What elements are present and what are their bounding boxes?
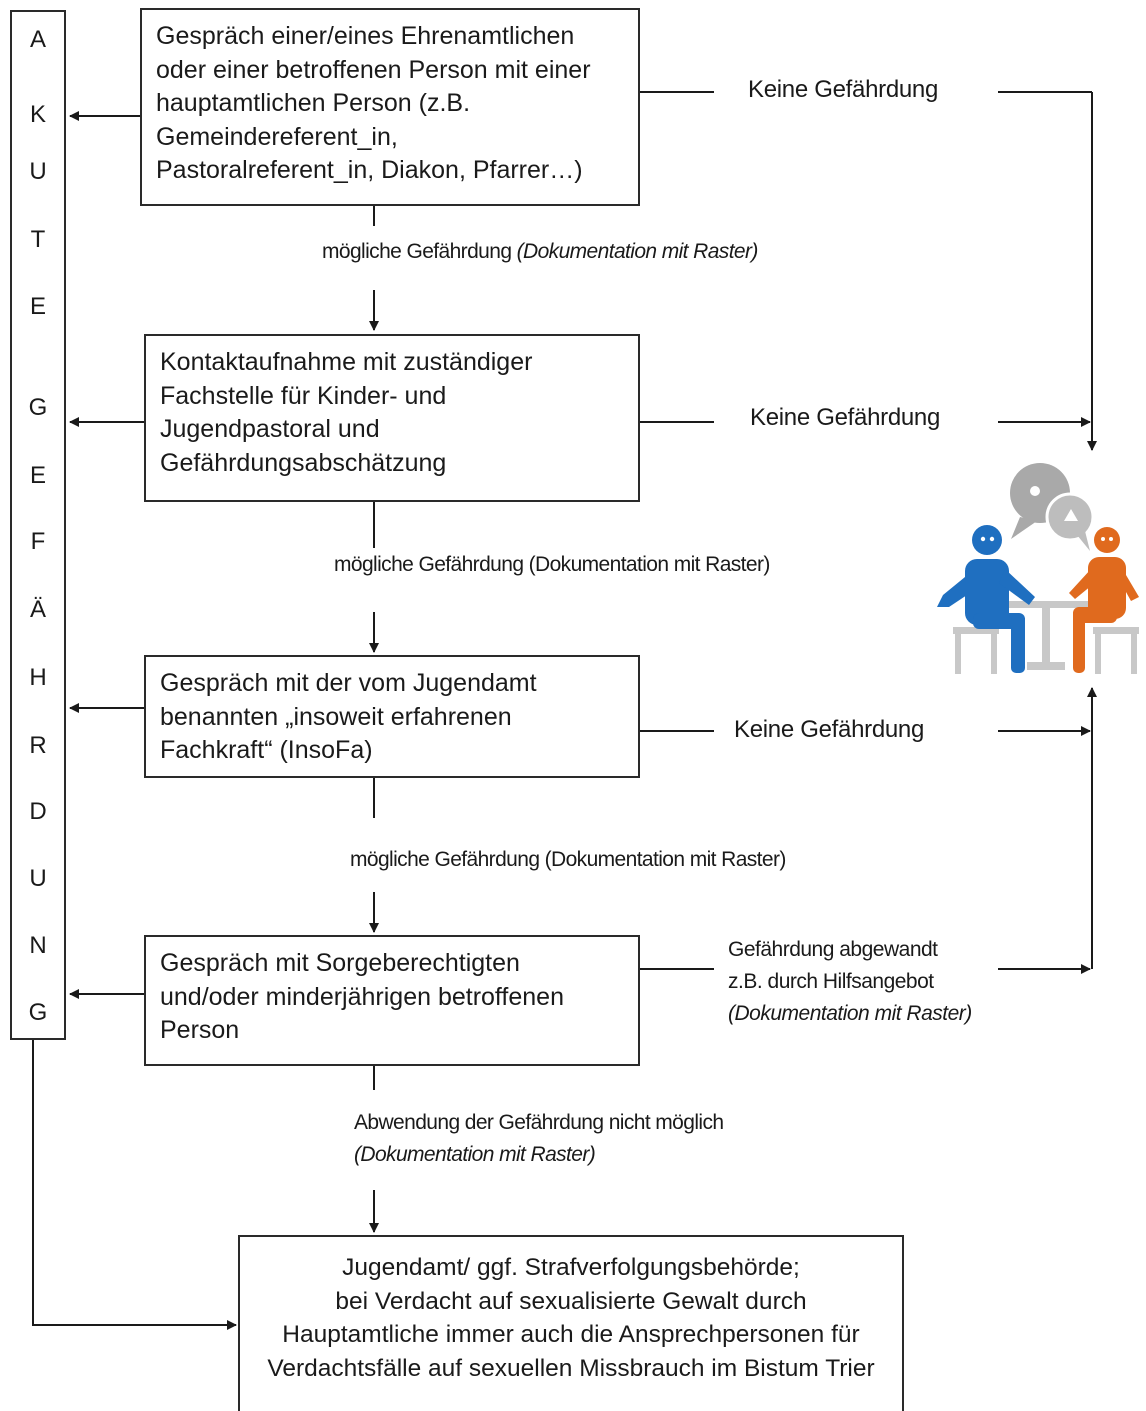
box-line: Fachkraft“ (InsoFa) [160,736,373,764]
step-guardians-box: Gespräch mit Sorgeberechtigten und/oder … [144,935,640,1066]
step-contact-office-box: Kontaktaufnahme mit zuständiger Fachstel… [144,334,640,502]
box-line: Gemeindereferent_in, [156,122,398,151]
bar-letter: Ä [29,596,46,623]
box-line: oder einer betroffenen Person mit einer [156,55,591,84]
box-line: Pastoralreferent_in, Diakon, Pfarrer…) [156,156,583,184]
person-orange-icon [1069,527,1139,673]
outcome-no-danger-1: Keine Gefährdung [748,76,939,103]
transition-doc: (Dokumentation mit Raster) [354,1143,596,1166]
bar-letter: U [29,158,47,185]
table-and-chairs-icon [953,601,1139,674]
box-line: Person [160,1016,240,1044]
bar-letter: D [29,798,47,825]
bar-letter: U [29,865,47,892]
bar-letter: N [29,932,47,959]
bar-letter: G [28,999,48,1026]
speech-bubbles-icon [1010,463,1095,551]
bar-letter: G [28,394,48,421]
box-line: Hauptamtliche immer auch die Ansprechper… [282,1321,860,1348]
box-line: Jugendpastoral und [160,415,380,443]
bar-letter: K [29,101,46,128]
transition-text: mögliche Gefährdung [322,240,517,263]
bar-letter: H [29,664,47,691]
box-line: Kontaktaufnahme mit zuständiger [160,348,533,376]
transition-label-4: Abwendung der Gefährdung nicht möglich (… [354,1107,724,1171]
box-line: und/oder minderjährigen betroffenen [160,982,564,1011]
step-youth-office-box: Jugendamt/ ggf. Strafverfolgungsbehörde;… [238,1235,904,1411]
transition-text: mögliche Gefährdung (Dokumentation mit R… [350,848,786,871]
box-line: Jugendamt/ ggf. Strafverfolgungsbehörde; [342,1254,800,1281]
box-line: Gespräch mit der vom Jugendamt [160,669,537,697]
outcome-no-danger-2: Keine Gefährdung [750,404,941,431]
bar-letter: E [29,293,46,320]
box-line: bei Verdacht auf sexualisierte Gewalt du… [335,1287,807,1315]
transition-text: mögliche Gefährdung (Dokumentation mit R… [334,553,770,576]
bar-letter: F [30,528,46,555]
box-line: Gefährdungsabschätzung [160,448,447,477]
step-insofa-box: Gespräch mit der vom Jugendamt benannten… [144,655,640,778]
transition-text: Abwendung der Gefährdung nicht möglich [354,1111,724,1134]
transition-label-3: mögliche Gefährdung (Dokumentation mit R… [350,848,786,872]
bar-letter: E [29,462,46,489]
transition-label-2: mögliche Gefährdung (Dokumentation mit R… [334,553,770,577]
box-line: Gespräch einer/eines Ehrenamtlichen [156,22,575,50]
transition-label-1: mögliche Gefährdung (Dokumentation mit R… [322,240,758,264]
conversation-illustration [937,463,1139,674]
box-line: Verdachtsfälle auf sexuellen Missbrauch … [267,1354,875,1382]
bar-letter: A [29,26,46,53]
step-conversation-box: Gespräch einer/eines Ehrenamtlichen oder… [140,8,640,206]
box-line: hauptamtlichen Person (z.B. [156,89,471,117]
outcome-no-danger-3: Keine Gefährdung [734,716,925,743]
outcome-text: Gefährdung abgewandt [728,938,938,961]
person-blue-icon [937,525,1035,673]
box-line: benannten „insoweit erfahrenen [160,702,512,731]
box-line: Fachstelle für Kinder- und [160,381,447,410]
box-line: Gespräch mit Sorgeberechtigten [160,949,520,977]
bar-letter: R [29,732,47,759]
outcome-doc: (Dokumentation mit Raster) [728,1002,972,1025]
acute-danger-bar: A K U T E G E F Ä H R D U N G [10,10,66,1040]
transition-doc: (Dokumentation mit Raster) [516,240,759,263]
bar-letter: T [30,226,46,253]
outcome-text: z.B. durch Hilfsangebot [728,970,934,993]
outcome-averted: Gefährdung abgewandt z.B. durch Hilfsang… [728,934,972,1030]
